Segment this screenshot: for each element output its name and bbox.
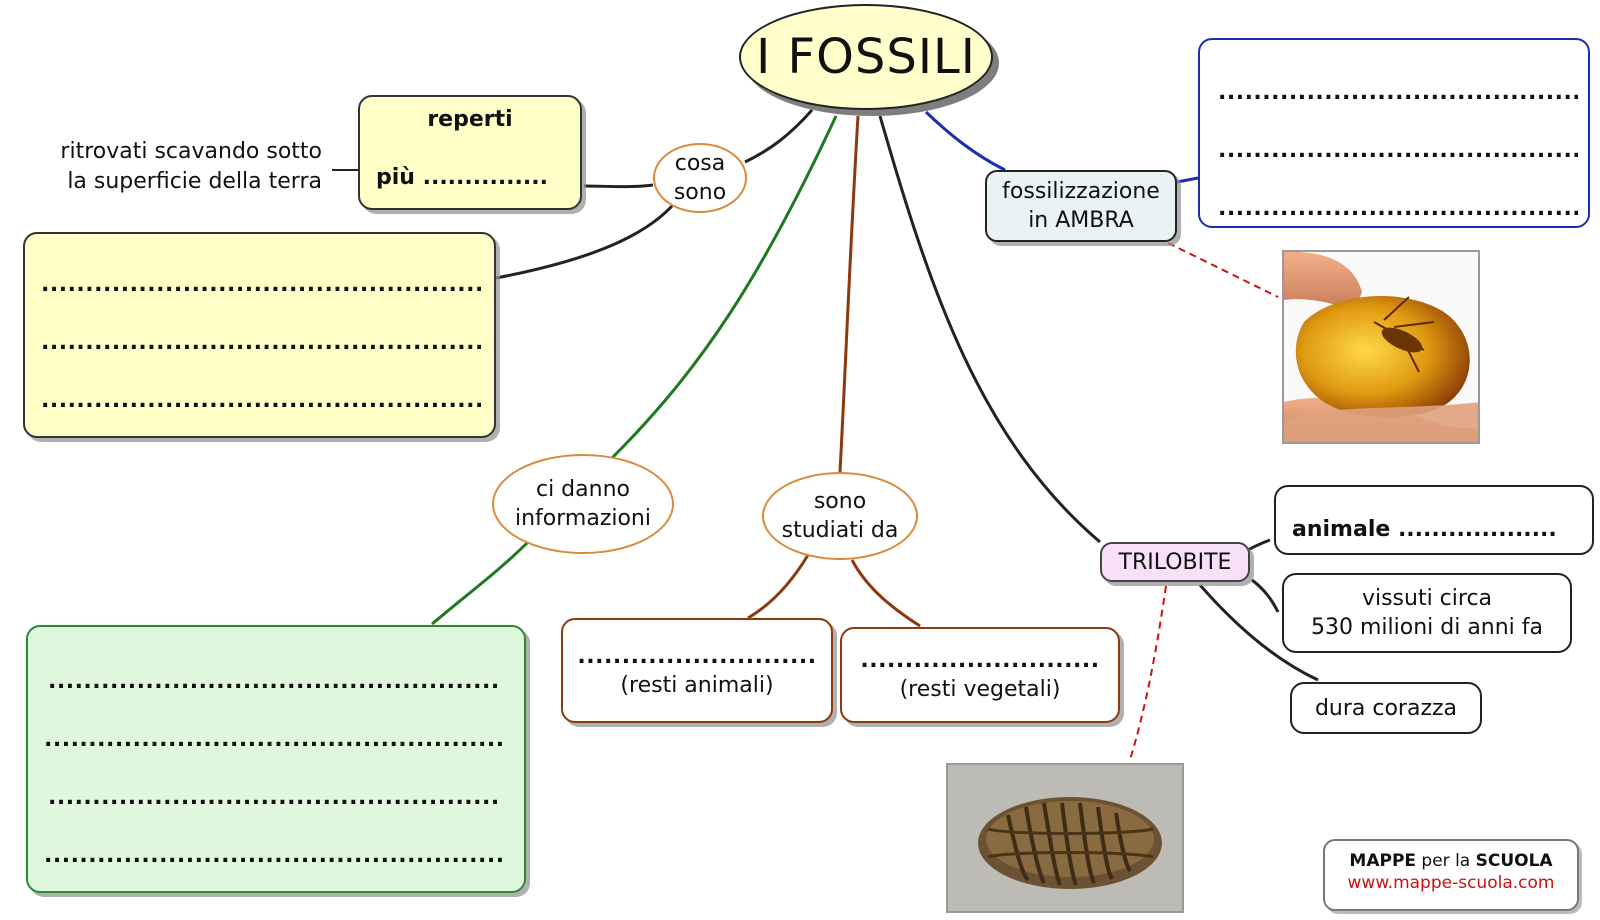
studiati-text: sono studiati da <box>781 489 899 543</box>
trilobite-photo <box>946 763 1184 913</box>
branding-scuola: SCUOLA <box>1475 851 1553 871</box>
amber-photo <box>1282 250 1480 444</box>
ritrovati-note: ritrovati scavando sotto la superficie d… <box>60 139 322 194</box>
link-trilobite-vissuti <box>1251 578 1280 613</box>
link-title-cosa <box>744 109 814 164</box>
resti-vegetali-box: ........................... (resti veget… <box>840 627 1120 723</box>
amber-illustration <box>1284 252 1478 442</box>
studiati-node: sono studiati da <box>762 472 918 560</box>
link-cosa-box <box>495 204 674 280</box>
informazioni-text: ci danno informazioni <box>514 477 651 531</box>
informazioni-answer-box: ........................................… <box>26 625 526 893</box>
link-title-trilobite <box>878 115 1101 544</box>
ambra-line-2: ........................................… <box>1218 138 1578 163</box>
title-text: I FOSSILI <box>756 29 976 85</box>
info-line-2: ........................................… <box>44 727 505 752</box>
link-ambra-photo <box>1167 242 1279 298</box>
reperti-label: reperti <box>427 107 513 132</box>
link-cosa-reperti <box>583 183 654 189</box>
ambra-text: fossilizzazione in AMBRA <box>1002 179 1160 233</box>
ambra-answer-box: ........................................… <box>1198 38 1590 228</box>
vissuti-box: vissuti circa 530 milioni di anni fa <box>1282 573 1572 653</box>
answer-line-2: ........................................… <box>41 330 481 355</box>
link-informazioni-box <box>431 540 530 626</box>
link-trilobite-animale <box>1247 538 1271 552</box>
branding-line1: MAPPE per la SCUOLA <box>1325 850 1577 872</box>
reperti-box: reperti più ............... <box>358 95 582 210</box>
branding-box: MAPPE per la SCUOLA www.mappe-scuola.com <box>1323 839 1579 911</box>
resti-animali-dots: ........................... <box>577 643 817 669</box>
info-line-3: ........................................… <box>48 785 500 810</box>
informazioni-node: ci danno informazioni <box>492 454 674 554</box>
piu-label: più ............... <box>376 165 548 190</box>
corazza-box: dura corazza <box>1290 682 1482 734</box>
ambra-node: fossilizzazione in AMBRA <box>985 170 1177 242</box>
resti-animali-box: ........................... (resti anima… <box>561 618 833 723</box>
title-node: I FOSSILI <box>739 4 993 110</box>
link-title-studiati <box>838 115 860 473</box>
branding-mappe: MAPPE <box>1349 851 1417 871</box>
vissuti-text: vissuti circa 530 milioni di anni fa <box>1310 586 1544 640</box>
answer-line-1: ........................................… <box>41 272 481 297</box>
cosa-sono-node: cosa sono <box>653 143 747 213</box>
link-studiati-animali <box>747 554 810 620</box>
info-line-4: ........................................… <box>44 843 505 868</box>
branding-per-la: per la <box>1416 851 1476 871</box>
trilobite-text: TRILOBITE <box>1118 549 1232 575</box>
trilobite-node: TRILOBITE <box>1100 542 1250 582</box>
link-trilobite-photo <box>1129 585 1167 761</box>
answer-line-3: ........................................… <box>41 388 481 413</box>
ambra-line-1: ........................................… <box>1218 80 1578 105</box>
branding-url[interactable]: www.mappe-scuola.com <box>1347 873 1555 893</box>
trilobite-illustration <box>948 765 1182 911</box>
link-studiati-vegetali <box>850 559 921 628</box>
resti-vegetali-label: (resti vegetali) <box>899 677 1061 702</box>
resti-vegetali-dots: ........................... <box>860 648 1100 673</box>
link-ambra-box <box>1176 176 1199 184</box>
link-title-ambra <box>924 110 1006 172</box>
link-trilobite-corazza <box>1198 584 1319 682</box>
cosa-sono-text: cosa sono <box>673 151 727 205</box>
ambra-line-3: ........................................… <box>1218 196 1578 221</box>
resti-animali-label: (resti animali) <box>620 672 774 698</box>
info-line-1: ........................................… <box>48 669 500 694</box>
corazza-text: dura corazza <box>1314 695 1458 721</box>
cosa-sono-answer-box: ........................................… <box>23 232 496 438</box>
animale-label: animale ................... <box>1292 517 1557 542</box>
animale-box: animale ................... <box>1274 485 1594 555</box>
link-title-informazioni <box>610 115 838 460</box>
